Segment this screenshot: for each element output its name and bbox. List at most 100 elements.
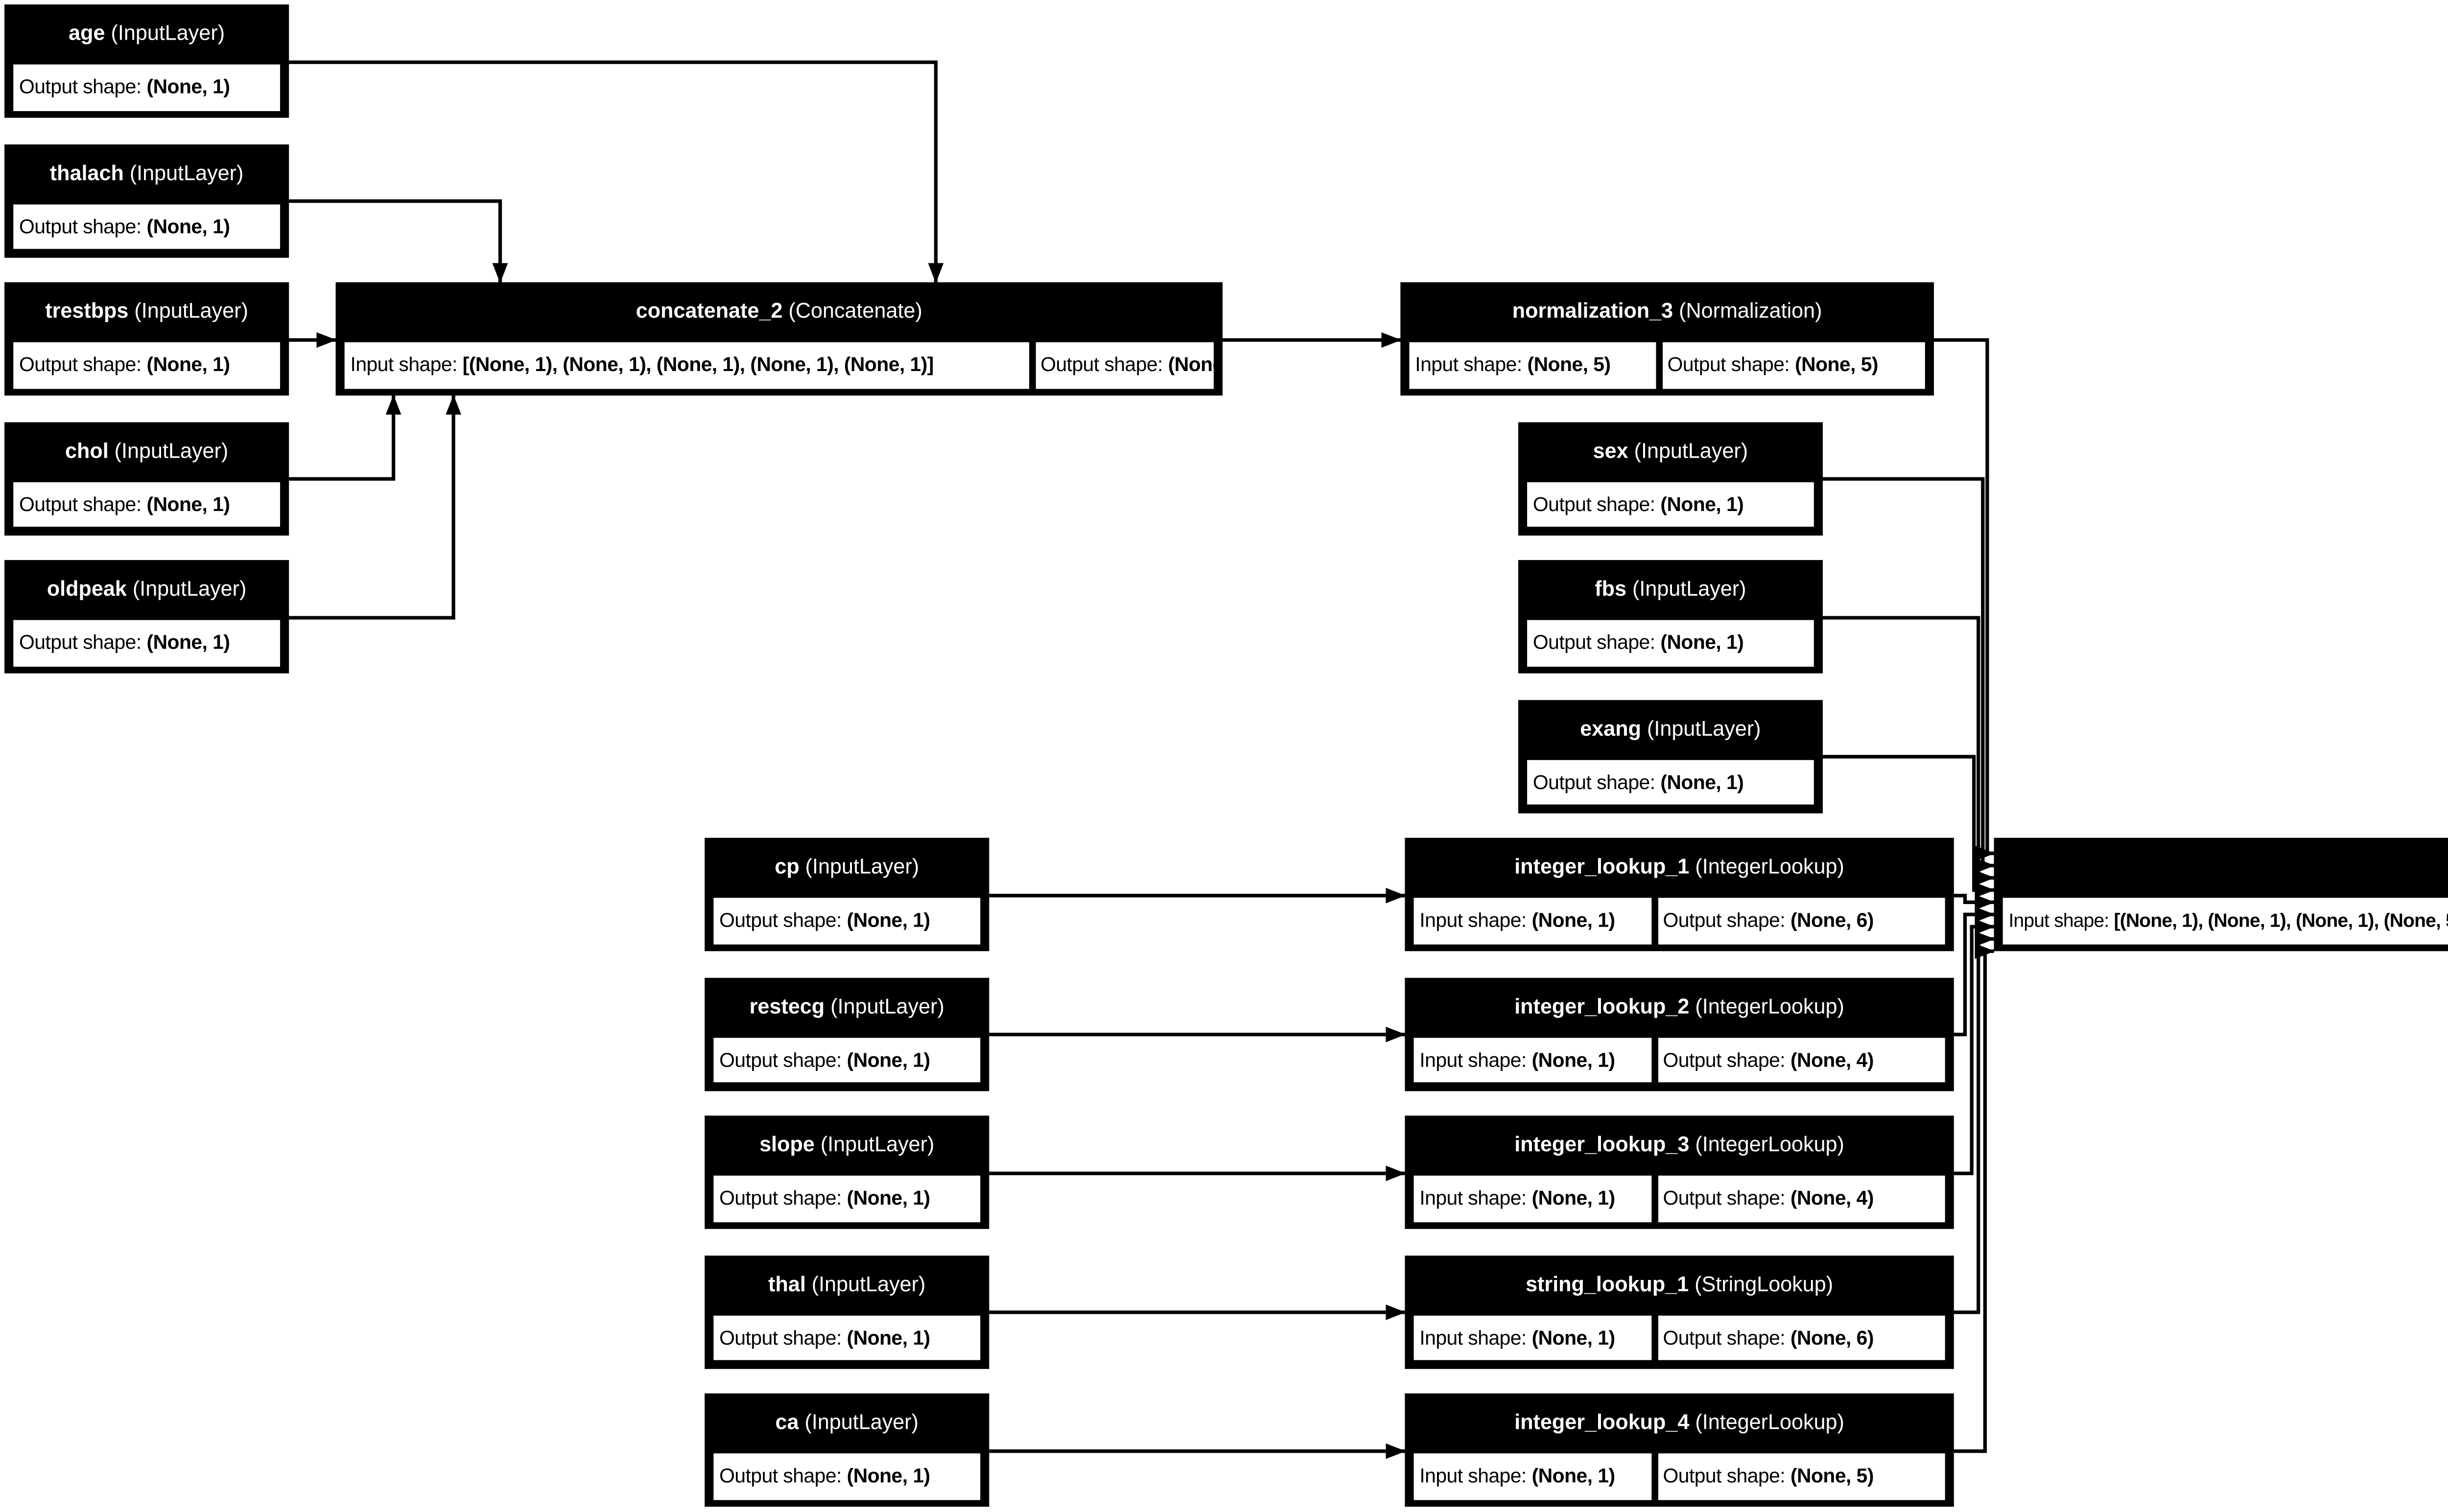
output-shape-cell: Output shape: (None, 1) bbox=[713, 1037, 981, 1083]
input-shape-cell-label: Input shape: bbox=[350, 353, 458, 376]
input-shape-cell: Input shape: (None, 1) bbox=[1413, 1175, 1651, 1221]
output-shape-cell-value: (None, 1) bbox=[146, 631, 230, 653]
output-shape-cell-value: (None, 1) bbox=[847, 908, 930, 931]
output-shape-cell-value: (None, 1) bbox=[146, 353, 230, 376]
layer-node-chol: chol (InputLayer)Output shape: (None, 1) bbox=[4, 421, 289, 535]
output-shape-cell-label: Output shape: bbox=[1663, 1464, 1786, 1487]
input-shape-cell: Input shape: (None, 1) bbox=[1413, 898, 1651, 944]
edge-fbs-to-concatenate_3 bbox=[1822, 616, 1995, 886]
layer-name: oldpeak bbox=[47, 578, 127, 603]
output-shape-cell-value: (None, 1) bbox=[847, 1464, 930, 1487]
output-shape-cell: Output shape: (None, 1) bbox=[1527, 620, 1814, 666]
layer-name: restecg bbox=[749, 994, 825, 1019]
layer-node-thalach: thalach (InputLayer)Output shape: (None,… bbox=[4, 143, 289, 257]
input-shape-cell-value: (None, 1) bbox=[1531, 908, 1615, 931]
layer-node-fbs: fbs (InputLayer)Output shape: (None, 1) bbox=[1518, 560, 1823, 674]
layer-type: (InputLayer) bbox=[805, 1272, 926, 1297]
layer-title: slope (InputLayer) bbox=[705, 1116, 989, 1176]
input-shape-cell-label: Input shape: bbox=[1419, 1326, 1527, 1348]
input-shape-cell: Input shape: (None, 5) bbox=[1409, 342, 1655, 388]
edge-exang-to-concatenate_3 bbox=[1822, 755, 1995, 898]
output-shape-cell-label: Output shape: bbox=[719, 1326, 842, 1348]
layer-name: thalach bbox=[49, 161, 124, 186]
input-shape-cell-label: Input shape: bbox=[1419, 1047, 1527, 1070]
output-shape-cell: Output shape: (None, 1) bbox=[713, 898, 981, 944]
layer-title: cp (InputLayer) bbox=[705, 838, 989, 898]
layer-type: (InputLayer) bbox=[824, 994, 944, 1019]
layer-node-cp: cp (InputLayer)Output shape: (None, 1) bbox=[705, 837, 989, 952]
output-shape-cell-value: (None, 1) bbox=[1660, 631, 1744, 653]
output-shape-cell-value: (None, 1) bbox=[1660, 492, 1744, 515]
output-shape-cell: Output shape: (None, 1) bbox=[713, 1314, 981, 1360]
input-shape-cell-label: Input shape: bbox=[1415, 353, 1522, 376]
edge-integer_lookup_2-to-concatenate_3 bbox=[1954, 907, 1995, 1037]
layer-node-concatenate_2: concatenate_2 (Concatenate)Input shape: … bbox=[335, 282, 1223, 396]
layer-name: integer_lookup_3 bbox=[1514, 1133, 1690, 1158]
layer-node-restecg: restecg (InputLayer)Output shape: (None,… bbox=[705, 977, 989, 1090]
output-shape-cell: Output shape: (None, 1) bbox=[13, 64, 281, 110]
output-shape-cell: Output shape: (None, 1) bbox=[1527, 481, 1814, 527]
output-shape-cell-label: Output shape: bbox=[1667, 353, 1790, 376]
output-shape-cell: Output shape: (None, 4) bbox=[1657, 1037, 1945, 1083]
layer-title: sex (InputLayer) bbox=[1518, 421, 1823, 481]
input-shape-cell-label: Input shape: bbox=[2008, 908, 2109, 931]
input-shape-cell-value: (None, 5) bbox=[1527, 353, 1611, 376]
layer-name: exang bbox=[1580, 717, 1642, 742]
output-shape-cell: Output shape: (None, 4) bbox=[1657, 1175, 1945, 1221]
layer-title: integer_lookup_4 (IntegerLookup) bbox=[1405, 1394, 1954, 1454]
output-shape-cell-label: Output shape: bbox=[1663, 1326, 1786, 1348]
edge-integer_lookup_3-to-concatenate_3 bbox=[1954, 919, 1995, 1175]
layer-node-string_lookup_1: string_lookup_1 (StringLookup)Input shap… bbox=[1405, 1254, 1954, 1368]
layer-title: thalach (InputLayer) bbox=[4, 143, 289, 204]
input-shape-cell-label: Input shape: bbox=[1419, 1464, 1527, 1487]
input-shape-cell: Input shape: [(None, 1), (None, 1), (Non… bbox=[2002, 898, 2448, 944]
layer-title: age (InputLayer) bbox=[4, 4, 289, 65]
layer-node-normalization_3: normalization_3 (Normalization)Input sha… bbox=[1400, 282, 1934, 396]
output-shape-cell: Output shape: (None, 6) bbox=[1657, 1314, 1945, 1360]
edge-sex-to-concatenate_3 bbox=[1822, 477, 1995, 874]
edge-chol-to-concatenate_2 bbox=[289, 395, 401, 481]
layer-type: (InputLayer) bbox=[814, 1133, 935, 1158]
layer-type: (IntegerLookup) bbox=[1689, 1411, 1844, 1436]
output-shape-cell-label: Output shape: bbox=[19, 353, 141, 376]
output-shape-cell-label: Output shape: bbox=[719, 1047, 842, 1070]
layer-type: (InputLayer) bbox=[108, 439, 229, 464]
output-shape-cell-value: (None, 1) bbox=[847, 1047, 930, 1070]
output-shape-cell-label: Output shape: bbox=[1663, 908, 1786, 931]
layer-node-slope: slope (InputLayer)Output shape: (None, 1… bbox=[705, 1116, 989, 1229]
edge-integer_lookup_4-to-concatenate_3 bbox=[1954, 943, 1995, 1453]
layer-node-sex: sex (InputLayer)Output shape: (None, 1) bbox=[1518, 421, 1823, 535]
output-shape-cell: Output shape: (None, 5) bbox=[1657, 1453, 1945, 1499]
output-shape-cell: Output shape: (None, 1) bbox=[713, 1175, 981, 1221]
input-shape-cell-value: (None, 1) bbox=[1531, 1186, 1615, 1209]
layer-node-oldpeak: oldpeak (InputLayer) Output shape: (None,… bbox=[4, 560, 289, 674]
layer-name: age bbox=[69, 22, 105, 47]
output-shape-cell-value: (None, 5) bbox=[1795, 353, 1878, 376]
layer-node-integer_lookup_1: integer_lookup_1 (IntegerLookup)Input sh… bbox=[1405, 837, 1954, 952]
edge-oldpeak-to-concatenate_2 bbox=[289, 395, 462, 620]
layer-name: string_lookup_1 bbox=[1526, 1272, 1689, 1297]
layer-title: ca (InputLayer) bbox=[705, 1394, 989, 1454]
input-shape-cell-value: (None, 1) bbox=[1531, 1326, 1615, 1348]
output-shape-cell: Output shape: (None, 6) bbox=[1657, 898, 1945, 944]
output-shape-cell: Output shape: (None, 1) bbox=[13, 203, 281, 249]
layer-title: integer_lookup_3 (IntegerLookup) bbox=[1405, 1116, 1954, 1176]
layer-type: (IntegerLookup) bbox=[1689, 1133, 1844, 1158]
layer-type: (IntegerLookup) bbox=[1689, 994, 1844, 1019]
output-shape-cell-value: (None, 6) bbox=[1790, 1326, 1874, 1348]
layer-type: (InputLayer) bbox=[105, 22, 225, 47]
layer-title: restecg (InputLayer) bbox=[705, 977, 989, 1037]
layer-name: integer_lookup_4 bbox=[1514, 1411, 1690, 1436]
output-shape-cell-value: (None, 6) bbox=[1790, 908, 1874, 931]
output-shape-cell: Output shape: (None, 1) bbox=[13, 620, 281, 666]
layer-node-ca: ca (InputLayer)Output shape: (None, 1) bbox=[705, 1393, 989, 1507]
output-shape-cell-label: Output shape: bbox=[19, 492, 141, 515]
layer-type: (InputLayer) bbox=[1626, 578, 1746, 603]
layer-type: (InputLayer) bbox=[126, 578, 247, 603]
layer-type: (InputLayer) bbox=[123, 161, 244, 186]
layer-node-age: age (InputLayer)Output shape: (None, 1) bbox=[4, 4, 289, 118]
edge-normalization_3-to-concatenate_3 bbox=[1933, 338, 1995, 861]
layer-node-thal: thal (InputLayer)Output shape: (None, 1) bbox=[705, 1254, 989, 1368]
layer-type: (InputLayer) bbox=[1641, 717, 1761, 742]
